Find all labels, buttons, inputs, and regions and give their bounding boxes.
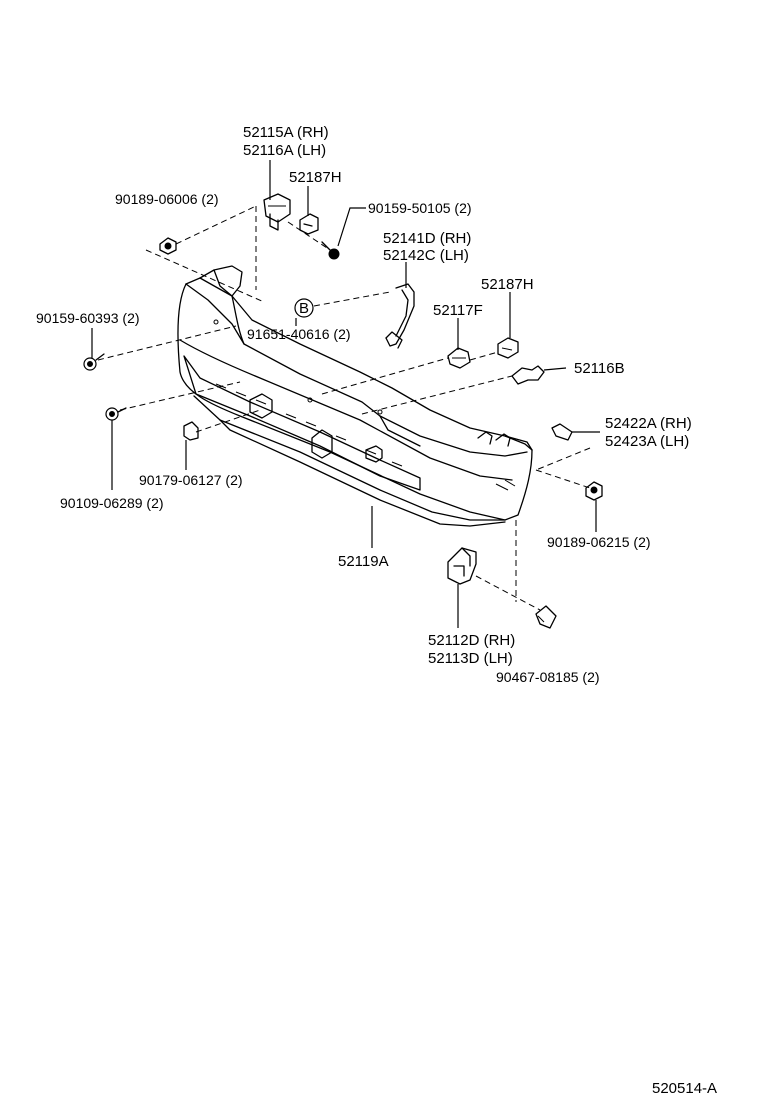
part-labels: 52115A (RH) 52116A (LH) 52187H 90189-060…: [36, 124, 717, 1097]
label-52423a: 52423A (LH): [605, 433, 689, 450]
front-bumper-cover: [177, 265, 533, 527]
callout-b-icon: B: [294, 298, 314, 318]
clip-52187h-icon: [299, 213, 319, 235]
label-52141d: 52141D (RH): [383, 230, 471, 247]
label-90159-60393: 90159-60393 (2): [36, 310, 140, 326]
leader-lines: [91, 160, 600, 628]
nut-90179-06127-icon: [183, 421, 199, 441]
label-90159-50105: 90159-50105 (2): [368, 200, 472, 216]
label-52117f: 52117F: [433, 302, 483, 319]
assembly-lines: [97, 205, 591, 611]
label-90189-06006: 90189-06006 (2): [115, 191, 219, 207]
label-90179-06127: 90179-06127 (2): [139, 472, 243, 488]
label-52142c: 52142C (LH): [383, 247, 469, 264]
drawing-number: 520514-A: [652, 1080, 717, 1097]
label-52112d: 52112D (RH): [428, 632, 515, 649]
bracket-52141d-icon: [385, 283, 415, 349]
label-52116a: 52116A (LH): [243, 142, 326, 159]
label-90109-06289: 90109-06289 (2): [60, 495, 164, 511]
bracket-52112d-icon: [447, 547, 477, 585]
label-52119a: 52119A: [338, 553, 389, 570]
label-91651-40616: 91651-40616 (2): [247, 326, 351, 342]
retainer-52116b-icon: [511, 365, 545, 385]
label-90189-06215: 90189-06215 (2): [547, 534, 651, 550]
screw-90109-06289-icon: [105, 407, 127, 421]
clip-90189-06006-icon: [159, 237, 177, 255]
label-52422a: 52422A (RH): [605, 415, 692, 432]
callout-b-text: B: [299, 300, 309, 317]
clip-52117f-icon: [447, 347, 471, 369]
label-52113d: 52113D (LH): [428, 650, 513, 667]
fastener-90467-08185-icon: [535, 605, 557, 629]
clip-90189-06215-icon: [585, 481, 603, 501]
label-52187h-top: 52187H: [289, 169, 342, 186]
label-52187h-right: 52187H: [481, 276, 534, 293]
clip-52187h-right-icon: [497, 337, 519, 359]
screw-90159-60393-icon: [83, 353, 105, 371]
label-52115a: 52115A (RH): [243, 124, 329, 141]
label-52116b: 52116B: [574, 360, 625, 377]
screw-90159-50105-icon: [321, 241, 340, 260]
part-52422a-icon: [551, 423, 573, 441]
bracket-52115a-icon: [263, 193, 291, 231]
label-90467-08185: 90467-08185 (2): [496, 669, 600, 685]
